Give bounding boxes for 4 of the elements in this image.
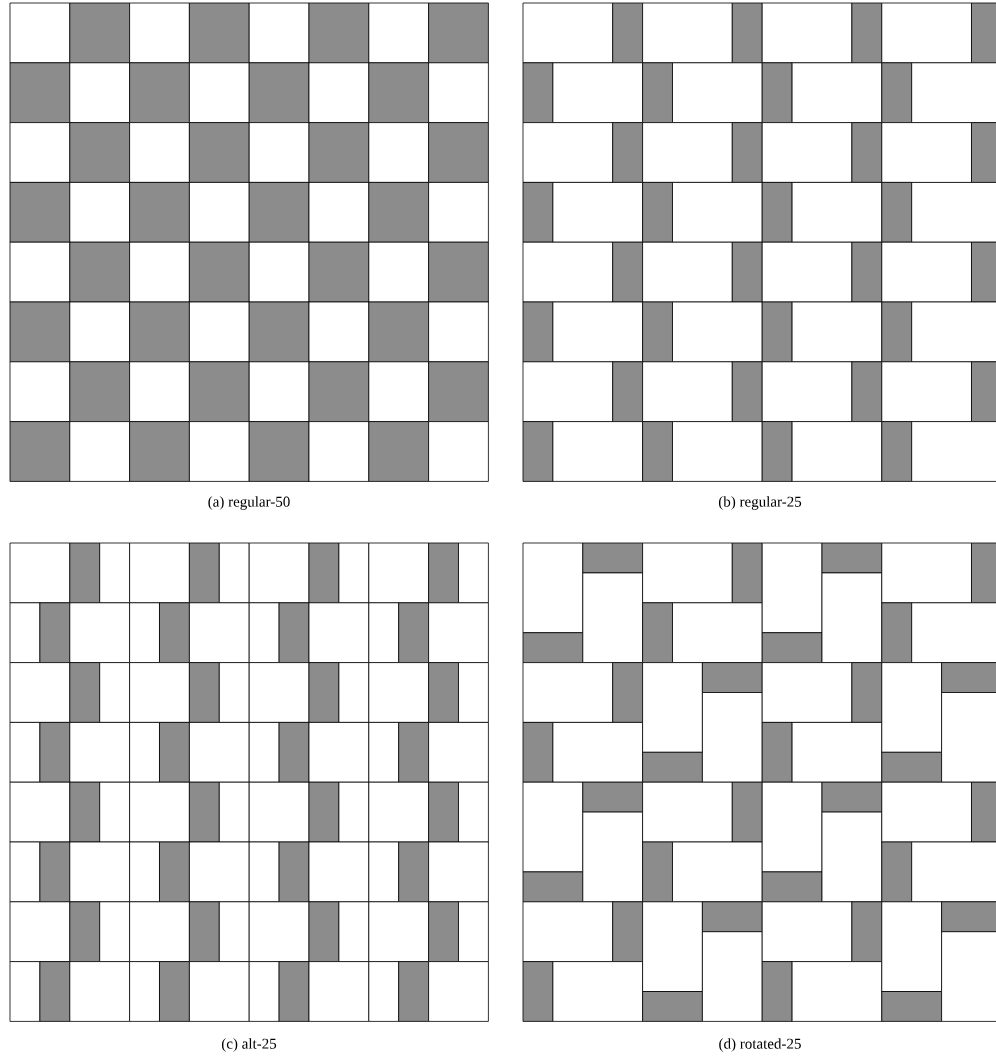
caption: (a) regular-50: [208, 496, 290, 510]
caption: (c) alt-25: [221, 1038, 277, 1052]
caption: (d) rotated-25: [719, 1038, 801, 1052]
caption: (b) regular-25: [718, 496, 802, 510]
